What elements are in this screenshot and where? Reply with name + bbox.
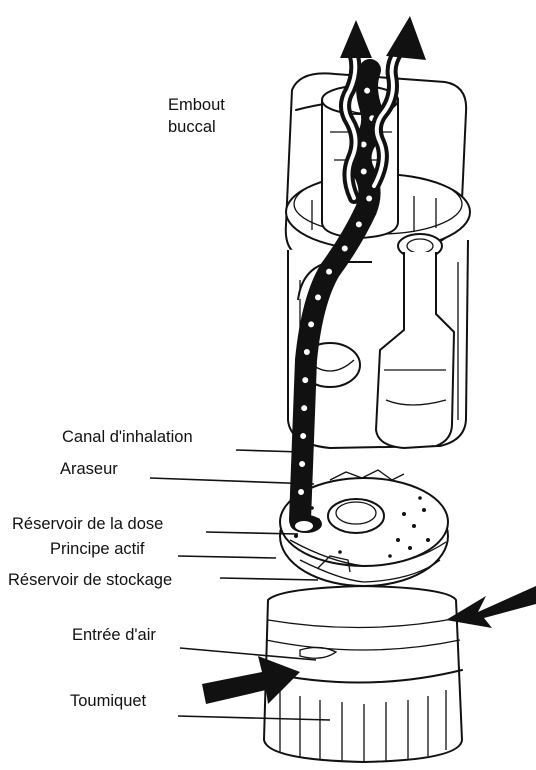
label-mouthpiece-line1: Embout bbox=[168, 96, 225, 115]
label-storage-reservoir: Réservoir de stockage bbox=[8, 571, 172, 590]
label-active-ingredient: Principe actif bbox=[50, 540, 144, 559]
label-mouthpiece-line2: buccal bbox=[168, 118, 216, 137]
label-air-inlet: Entrée d'air bbox=[72, 626, 156, 645]
label-scraper: Araseur bbox=[60, 460, 118, 479]
label-turning-grip: Toumiquet bbox=[70, 692, 146, 711]
label-inhalation-channel: Canal d'inhalation bbox=[62, 428, 193, 447]
label-dose-reservoir: Réservoir de la dose bbox=[12, 515, 163, 534]
